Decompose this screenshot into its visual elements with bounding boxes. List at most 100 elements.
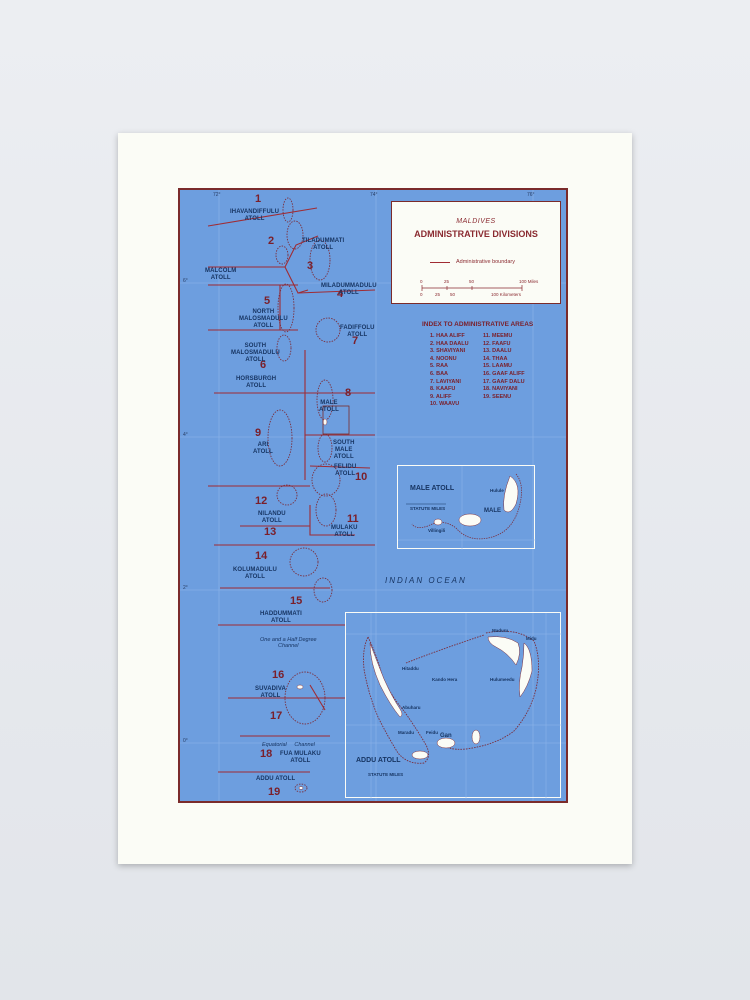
boundary-legend-label: Administrative boundary [456, 259, 516, 265]
atoll-label: MULAKU ATOLL [331, 525, 358, 538]
lon-label-72: 72° [213, 192, 221, 198]
inset-addu-title: ADDU ATOLL [356, 757, 401, 764]
atoll-label: NORTH MALOSMADULU ATOLL [239, 309, 288, 329]
index-item: 1. HAA ALIFF [430, 333, 465, 339]
inset-addu-graphics [346, 613, 562, 799]
index-item: 17. GAAF DALU [483, 378, 525, 385]
index-item: 4. NOONU [430, 355, 457, 362]
atoll-label: ADDU ATOLL [256, 776, 296, 782]
legend-box: MALDIVES ADMINISTRATIVE DIVISIONS Admini… [391, 201, 561, 304]
scale-miles-0: 0 [420, 279, 423, 284]
index-item: 3. SHAVIYANI [430, 348, 466, 355]
inset-male-scale: STATUTE MILES [410, 506, 446, 511]
index-title: INDEX TO ADMINISTRATIVE AREAS [422, 321, 534, 328]
scale-km-25: 25 [435, 292, 441, 297]
place-label: Maduru [492, 628, 509, 633]
scale-km-0: 0 [420, 292, 423, 297]
area-number: 10 [355, 471, 368, 483]
index-item: 16. GAAF ALIFF [483, 370, 525, 377]
place-label: Hulule [490, 488, 504, 493]
index-item: 2. HAA DAALU [430, 340, 469, 347]
scale-miles-50: 50 [469, 279, 475, 284]
area-number: 16 [272, 669, 285, 681]
inset-male-title: MALE ATOLL [410, 485, 455, 492]
atoll-label: KOLUMADULU ATOLL [233, 567, 277, 580]
inset-addu-scale: STATUTE MILES [368, 772, 404, 777]
lon-label-76: 76° [527, 192, 535, 198]
area-number: 13 [264, 526, 277, 538]
area-number: 2 [268, 235, 275, 247]
area-number: 12 [255, 495, 268, 507]
atoll-label: FUA MULAKU ATOLL [280, 751, 321, 764]
index-item: 7. LAVIYANI [430, 378, 461, 385]
area-number: 19 [268, 786, 281, 798]
place-label: Abuharu [402, 705, 421, 710]
place-label: Villingili [428, 528, 446, 533]
index-item: 18. NAVIYANI [483, 386, 518, 393]
inset-male-graphics [398, 466, 536, 550]
lat-label-6: 6° [183, 278, 188, 284]
area-number: 17 [270, 710, 283, 722]
index-item: 19. SEENU [483, 393, 512, 400]
index-item: 13. DAALU [483, 348, 512, 355]
area-number: 18 [260, 748, 273, 760]
index-item: 6. BAA [430, 370, 449, 377]
area-number: 4 [337, 288, 344, 300]
index-column-2: 11. MEEMU 12. FAAFU 13. DAALU 14. THAA 1… [483, 333, 525, 401]
scale-miles-25: 25 [444, 279, 450, 284]
channel-label: One and a Half Degree Channel [260, 637, 317, 649]
area-number: 7 [352, 335, 359, 347]
atoll-label: ARI ATOLL [253, 442, 273, 455]
place-label: Kando Hera [432, 677, 458, 682]
ocean-label: INDIAN OCEAN [385, 576, 467, 585]
atoll-label: FELIDU ATOLL [334, 464, 357, 477]
atoll-label: SOUTH MALE ATOLL [333, 440, 355, 460]
boundary-swatch [430, 262, 450, 263]
atoll-label: FADIFFOLU ATOLL [340, 325, 375, 338]
map-frame: 72° 74° 76° 6° 4° 2° 0° 1 2 3 4 5 6 7 8 … [178, 188, 568, 803]
atoll-label: SOUTH MALOSMADULU ATOLL [231, 343, 280, 363]
area-number: 5 [264, 295, 271, 307]
inset-male-atoll: MALE ATOLL STATUTE MILES Hulule MALE Vil… [397, 465, 536, 550]
scale-km-50: 50 [450, 292, 456, 297]
scale-miles-100: 100 Miles [519, 279, 539, 284]
scale-km-100: 100 Kilometers [491, 292, 522, 297]
atoll-label: TILADUMMATI ATOLL [302, 238, 345, 251]
index-column-1: 1. HAA ALIFF 2. HAA DAALU 3. SHAVIYANI 4… [430, 333, 469, 409]
atoll-label: HADDUMMATI ATOLL [260, 611, 302, 624]
atoll-label: MILADUMMADULU ATOLL [321, 283, 377, 296]
map-graphics [180, 190, 566, 801]
lat-label-4: 4° [183, 432, 188, 438]
place-label: MALE [484, 508, 501, 514]
index-item: 8. KAAFU [430, 386, 456, 393]
index-item: 9. ALIFF [430, 393, 452, 400]
map-title: ADMINISTRATIVE DIVISIONS [414, 229, 538, 239]
scale-bar [421, 285, 523, 291]
atoll-label: MALE ATOLL [319, 400, 339, 413]
atoll-label: IHAVANDIFFULU ATOLL [230, 209, 280, 222]
place-label: Feidu [426, 730, 438, 735]
place-label: Maradu [398, 730, 415, 735]
index-item: 14. THAA [483, 355, 508, 362]
place-label: Hulumeedu [490, 677, 515, 682]
area-number: 11 [347, 513, 359, 525]
map-country-title: MALDIVES [456, 218, 496, 225]
place-label: Hitaddu [402, 666, 419, 671]
area-number: 15 [290, 595, 303, 607]
channel-label: Equatorial Channel [262, 742, 315, 748]
area-number: 6 [260, 359, 267, 371]
atoll-label: HORSBURGH ATOLL [236, 376, 277, 389]
place-label: Gan [440, 733, 452, 739]
index-item: 11. MEEMU [483, 333, 513, 339]
area-number: 14 [255, 550, 268, 562]
inset-addu-atoll: ADDU ATOLL STATUTE MILES Maduru Midu Hit… [345, 612, 562, 799]
area-number: 3 [307, 260, 314, 272]
lat-label-2: 2° [183, 585, 188, 591]
lat-label-0: 0° [183, 738, 188, 744]
lon-label-74: 74° [370, 192, 378, 198]
area-number: 9 [255, 427, 262, 439]
index-item: 10. WAAVU [430, 401, 460, 408]
place-label: Midu [526, 636, 537, 641]
atoll-label: MALCOLM ATOLL [205, 268, 237, 281]
area-number: 8 [345, 387, 352, 399]
